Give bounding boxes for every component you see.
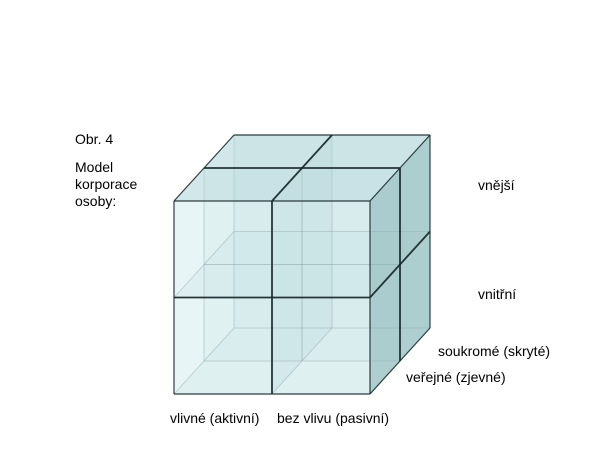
caption-line-3: osoby: xyxy=(75,193,117,209)
label-inner: vnitřní xyxy=(478,286,517,302)
label-private: soukromé (skryté) xyxy=(438,343,551,359)
top-mid-vertical xyxy=(271,134,333,202)
label-active: vlivné (aktivní) xyxy=(170,410,260,426)
figure-number: Obr. 4 xyxy=(75,131,114,147)
caption-line-1: Model xyxy=(75,159,114,175)
label-public: veřejné (zjevné) xyxy=(406,369,506,385)
label-passive: bez vlivu (pasivní) xyxy=(277,410,390,426)
label-outer: vnější xyxy=(478,177,515,193)
figure-caption: Model korporace osoby: xyxy=(75,159,137,210)
caption-line-2: korporace xyxy=(75,176,138,192)
